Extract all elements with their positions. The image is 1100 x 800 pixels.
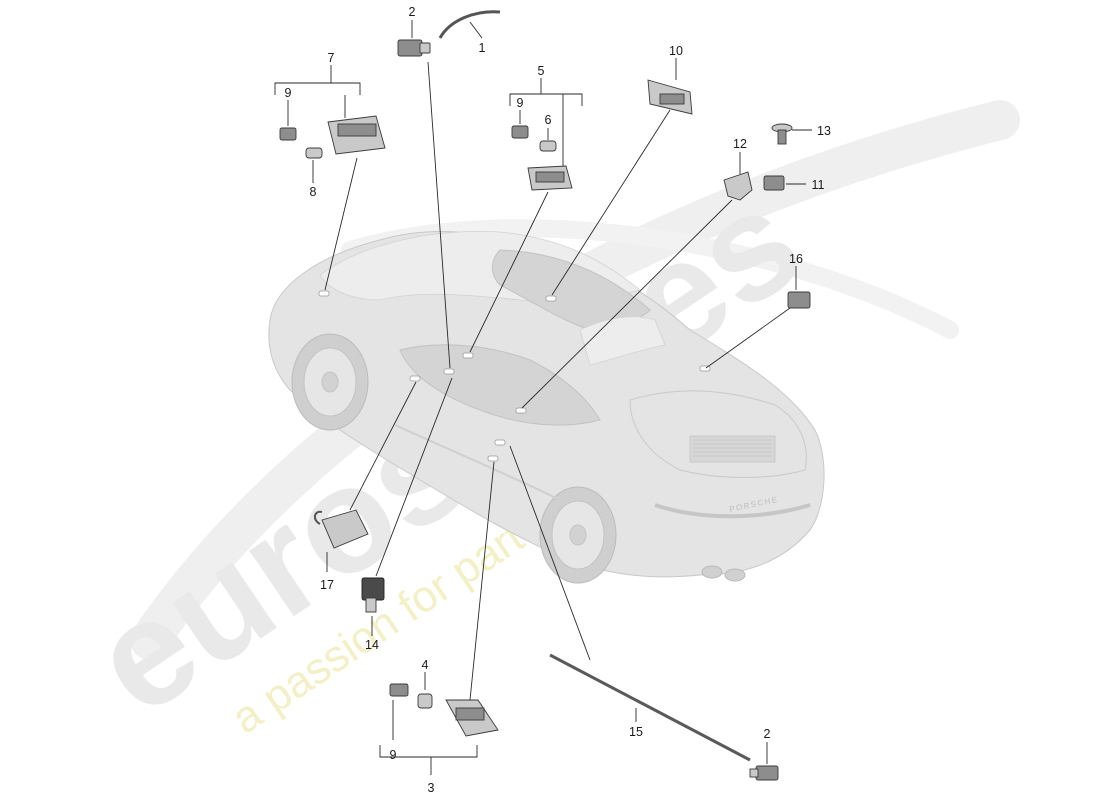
- leader-lines: [274, 20, 812, 775]
- part-10-light: [647, 79, 693, 115]
- part-3-housing: [445, 699, 499, 737]
- part-12-bracket: [723, 171, 753, 201]
- part-9-bottom: [389, 683, 409, 697]
- part-8-bulb: [305, 147, 323, 159]
- callout-14: 14: [365, 638, 379, 652]
- callout-7: 7: [328, 51, 335, 65]
- part-1-cable: [438, 10, 501, 39]
- part-13-clip: [771, 123, 793, 145]
- part-5-housing: [527, 165, 573, 191]
- callout-4: 4: [422, 658, 429, 672]
- front-wheel: [291, 333, 369, 431]
- callout-12: 12: [733, 137, 747, 151]
- callout-3: 3: [428, 781, 435, 795]
- callout-13: 13: [817, 124, 831, 138]
- part-6-bulb: [539, 140, 557, 152]
- callout-10: 10: [669, 44, 683, 58]
- callout-1: 1: [479, 41, 486, 55]
- callout-9-mid: 9: [517, 96, 524, 110]
- part-2-connector-bottom: [749, 765, 779, 781]
- callout-16: 16: [789, 252, 803, 266]
- callout-9-bottom: 9: [390, 748, 397, 762]
- part-4-bulb: [417, 693, 433, 709]
- parts: [279, 10, 811, 781]
- callout-8: 8: [310, 185, 317, 199]
- callout-2-top: 2: [409, 5, 416, 19]
- part-17-light: [314, 509, 369, 549]
- part-7-housing: [327, 115, 386, 155]
- part-16-sensor: [787, 291, 811, 309]
- part-9-mid: [511, 125, 529, 139]
- callout-6: 6: [545, 113, 552, 127]
- part-9-left: [279, 127, 297, 141]
- callout-numbers: 1 2 7 9 8 5 9 6 10 12 11 13 16 17 14 4 9…: [285, 5, 831, 795]
- callout-11: 11: [812, 178, 825, 192]
- callout-2-bottom: 2: [764, 727, 771, 741]
- part-11-switch: [763, 175, 785, 191]
- exhaust: [701, 565, 746, 582]
- callout-15: 15: [629, 725, 643, 739]
- part-14-switch: [361, 577, 385, 613]
- callout-9-left: 9: [285, 86, 292, 100]
- engine-louvres: [689, 435, 776, 463]
- rear-wheel: [539, 486, 617, 584]
- callout-5: 5: [538, 64, 545, 78]
- callout-17: 17: [320, 578, 334, 592]
- part-2-connector-top: [397, 39, 431, 57]
- part-15-strip: [549, 653, 751, 762]
